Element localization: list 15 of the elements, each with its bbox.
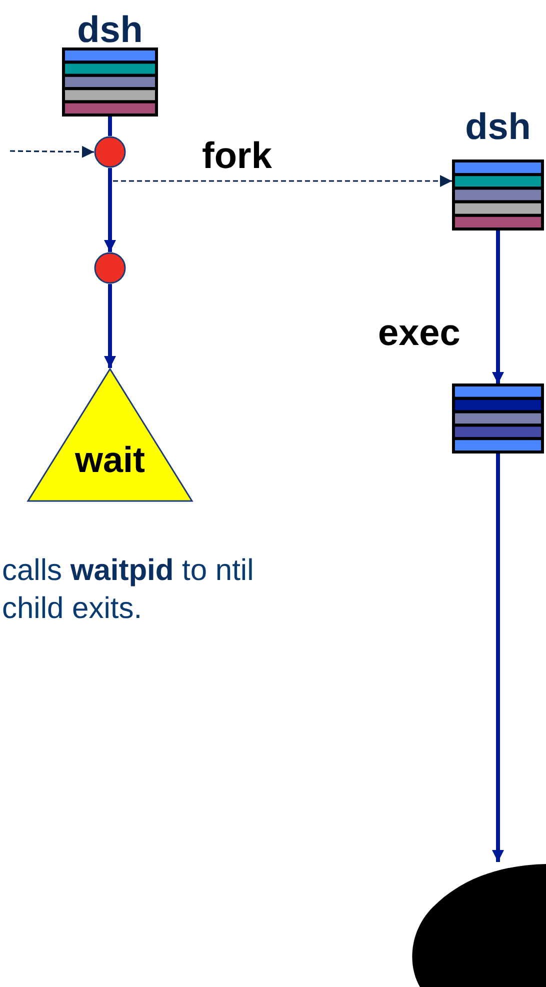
event-circle <box>94 136 126 168</box>
dashed-arrow <box>10 146 94 158</box>
memory-stack <box>452 384 544 453</box>
process-name: dsh <box>464 107 532 147</box>
wait-triangle <box>27 368 193 502</box>
triangle-label: wait <box>74 440 146 480</box>
arrow <box>492 230 504 384</box>
connector-line <box>108 116 112 136</box>
event-circle <box>94 252 126 284</box>
arrow <box>104 168 116 252</box>
dashed-arrow <box>113 175 452 187</box>
note-text: calls waitpid to ntil child exits. <box>2 553 255 627</box>
arrow <box>104 284 116 368</box>
arrow <box>492 453 504 862</box>
process-name: dsh <box>76 10 144 50</box>
